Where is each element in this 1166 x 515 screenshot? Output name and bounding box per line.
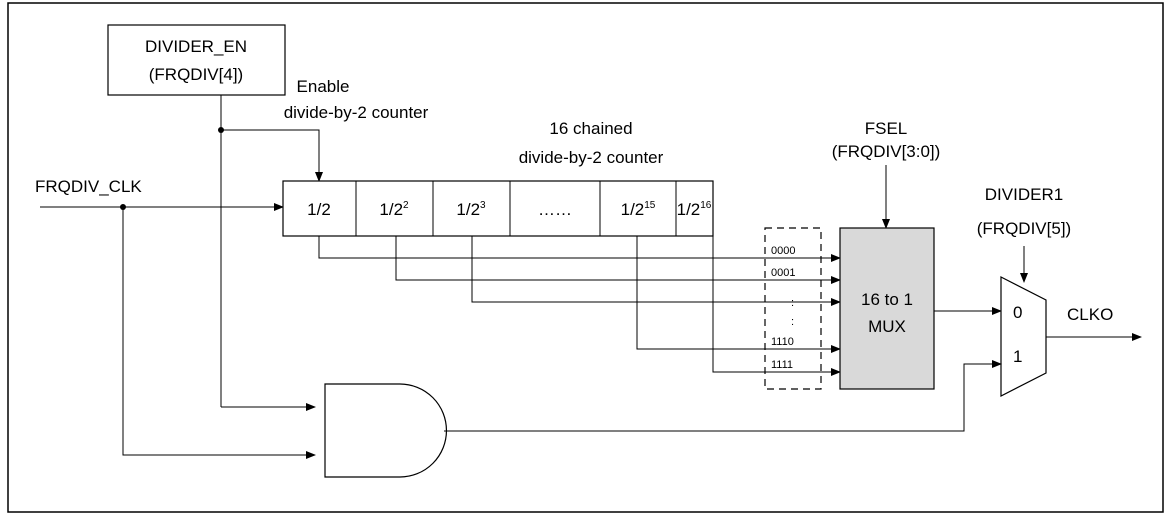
- chain-label: 16 chained: [549, 119, 632, 138]
- mux16-label: 16 to 1: [861, 290, 913, 309]
- code-dots-1: :: [791, 297, 794, 309]
- frqdiv-clk-label: FRQDIV_CLK: [35, 177, 142, 196]
- code-0000: 0000: [771, 245, 795, 257]
- counter-chain: 1/2 1/22 1/23 …… 1/215 1/216: [282, 180, 714, 237]
- divider-en-block: DIVIDER_EN (FRQDIV[4]): [107, 24, 286, 96]
- counter-stage-2: 1/22: [379, 200, 409, 219]
- enable-label: Enable: [297, 77, 350, 96]
- diagram-frame: [7, 2, 1164, 513]
- code-dots-2: :: [791, 316, 794, 328]
- mux-2-to-1: 0 1: [1000, 276, 1047, 397]
- enable-label-detail: divide-by-2 counter: [284, 103, 429, 122]
- counter-stage-3: 1/23: [456, 200, 486, 219]
- mux-16-to-1: 16 to 1 MUX: [839, 227, 935, 390]
- divider1-label: DIVIDER1: [985, 185, 1063, 204]
- chain-label-detail: divide-by-2 counter: [519, 148, 664, 167]
- counter-stage-15: 1/215: [621, 200, 656, 219]
- divider-en-register: (FRQDIV[4]): [149, 65, 243, 84]
- code-0001: 0001: [771, 267, 795, 279]
- select-code-group: [764, 227, 822, 390]
- divider-en-label: DIVIDER_EN: [145, 37, 247, 56]
- mux2-input-1: 1: [1013, 347, 1022, 366]
- divider1-register: (FRQDIV[5]): [977, 219, 1071, 238]
- code-1110: 1110: [771, 336, 794, 348]
- clko-label: CLKO: [1067, 305, 1113, 324]
- mux2-input-0: 0: [1013, 303, 1022, 322]
- fsel-label: FSEL: [865, 119, 908, 138]
- counter-stage-1: 1/2: [307, 200, 331, 219]
- and-gate: [324, 383, 448, 478]
- code-1111: 1111: [771, 359, 793, 371]
- counter-stage-16: 1/216: [677, 200, 712, 219]
- mux16-label-type: MUX: [868, 317, 906, 336]
- fsel-register: (FRQDIV[3:0]): [832, 142, 941, 161]
- counter-stage-ellipsis: ……: [538, 200, 572, 219]
